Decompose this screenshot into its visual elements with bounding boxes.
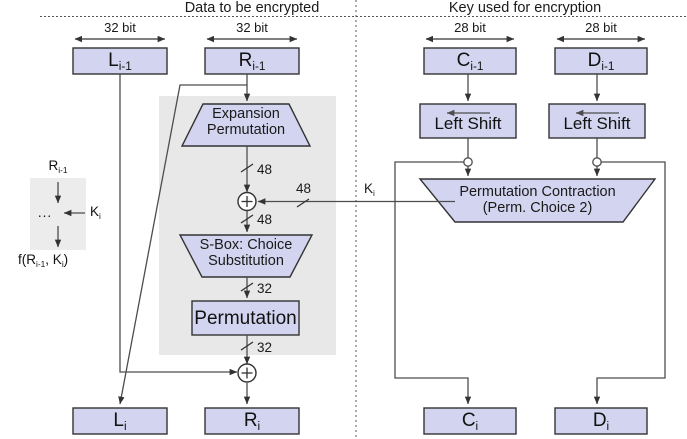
contraction-line-2: (Perm. Choice 2) [482, 200, 593, 217]
register-box-c-next [423, 407, 517, 435]
bit-label-l-prev: 32 bit [104, 20, 136, 35]
wire-lprev-to-xor2 [119, 74, 238, 376]
xor-gate-1 [237, 191, 257, 212]
wire-tick-marks [240, 163, 310, 351]
register-box-l-next [72, 407, 168, 435]
junction-node-c [463, 157, 473, 167]
bit-label-c-prev: 28 bit [454, 20, 486, 35]
left-shift-box-c [419, 103, 517, 139]
register-box-d-next [554, 407, 648, 435]
wire-d-junction-to-dnext [593, 161, 666, 405]
sbox-line-1: S-Box: Choice [199, 237, 293, 253]
wire-label-expansion-out: 48 [257, 162, 273, 177]
wire-label-permutation-out: 32 [257, 340, 273, 355]
bit-label-r-prev: 32 bit [236, 20, 268, 35]
register-label-l-prev: Li-1 [108, 50, 132, 73]
register-box-c-prev [423, 47, 517, 75]
inset-key-label: Ki [90, 204, 101, 221]
permutation-label: Permutation [194, 308, 297, 329]
permutation-contraction-label: Permutation Contraction (Perm. Choice 2) [420, 184, 655, 216]
register-label-d-next: Di [592, 410, 610, 433]
wire-rprev-branch-to-lnext [118, 84, 247, 405]
register-box-d-prev [554, 47, 648, 75]
register-box-r-prev [204, 47, 300, 75]
register-box-l-prev [72, 47, 168, 75]
permutation-box [191, 300, 300, 336]
wire-label-xor-out: 48 [257, 212, 273, 227]
left-shift-label-c: Left Shift [434, 114, 502, 133]
contraction-line-1: Permutation Contraction [459, 184, 616, 200]
sbox-shape [178, 234, 314, 278]
inset-dots-label: ... [37, 205, 53, 220]
register-box-r-next [204, 407, 300, 435]
wire-label-subkey: Ki [364, 181, 375, 198]
header-right: Key used for encryption [448, 0, 602, 16]
sbox-line-2: Substitution [208, 253, 284, 270]
bit-label-d-prev: 28 bit [585, 20, 617, 35]
header-left: Data to be encrypted [184, 0, 320, 16]
wire-c-junction-to-cnext [394, 161, 472, 405]
register-label-r-prev: Ri-1 [238, 50, 266, 73]
expansion-line-2: Permutation [206, 122, 286, 139]
xor-gate-2 [237, 363, 257, 383]
permutation-contraction-shape [418, 178, 657, 223]
register-label-d-prev: Di-1 [587, 50, 615, 73]
expansion-line-1: Expansion [212, 106, 280, 122]
wire-label-key-in: 48 [296, 181, 312, 196]
expansion-permutation-label: Expansion Permutation [182, 106, 310, 138]
register-label-r-next: Ri [243, 410, 261, 433]
register-label-l-next: Li [113, 410, 127, 433]
sbox-label: S-Box: Choice Substitution [180, 237, 312, 269]
junction-node-d [592, 157, 602, 167]
inset-input-label: Ri-1 [48, 158, 68, 175]
register-label-c-prev: Ci-1 [456, 50, 484, 73]
wire-label-sbox-out: 32 [257, 281, 273, 296]
register-label-c-next: Ci [461, 410, 479, 433]
expansion-permutation-shape [180, 103, 312, 147]
inset-output-label: f(Ri-1, Ki) [18, 252, 69, 269]
left-shift-label-d: Left Shift [563, 114, 631, 133]
